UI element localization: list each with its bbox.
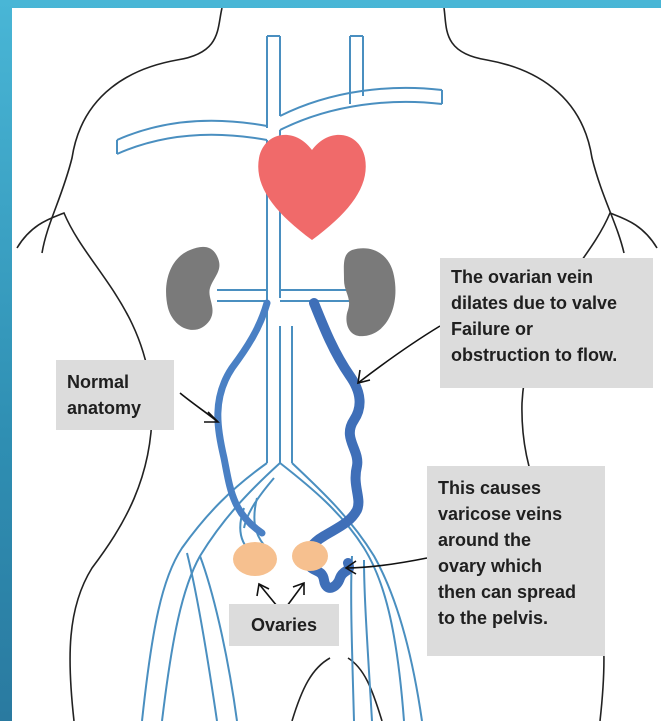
jugular-vein-right (350, 36, 363, 104)
body-outline-left (42, 8, 222, 253)
callout-normal-anatomy-line-1: Normal (67, 369, 174, 395)
callout-varicose-line-5: then can spread (438, 579, 605, 605)
iliac-branch-right (351, 556, 372, 721)
callout-varicose-line-4: ovary which (438, 553, 605, 579)
subclavian-vein-right (280, 88, 442, 130)
callout-varicose-line-3: around the (438, 527, 605, 553)
callout-varicose-line-1: This causes (438, 475, 605, 501)
callout-varicose-line-6: to the pelvis. (438, 605, 605, 631)
callout-normal-anatomy-line-2: anatomy (67, 395, 174, 421)
arrow-varicose (346, 558, 427, 568)
left-ovary-icon (233, 542, 277, 576)
right-ovary-icon (292, 541, 328, 571)
heart-icon (258, 135, 366, 240)
callout-ovarian-vein: The ovarian vein dilates due to valve Fa… (440, 258, 653, 388)
jugular-vein-left (267, 36, 280, 128)
callout-normal-anatomy: Normal anatomy (56, 360, 174, 430)
callout-varicose: This causes varicose veins around the ov… (427, 466, 605, 656)
callout-ovaries-label: Ovaries (229, 612, 339, 638)
arrow-normal-anatomy (180, 393, 218, 422)
body-outline-right (444, 8, 624, 253)
callout-ovarian-vein-line-2: dilates due to valve (451, 290, 653, 316)
callout-ovarian-vein-line-3: Failure or (451, 316, 653, 342)
callout-ovarian-vein-line-4: obstruction to flow. (451, 342, 653, 368)
torso-left-contour (17, 213, 152, 721)
arrow-ovaries-left (259, 584, 277, 606)
right-kidney-icon (344, 248, 396, 336)
callout-ovarian-vein-line-1: The ovarian vein (451, 264, 653, 290)
renal-vein-left (217, 290, 267, 301)
inner-thigh-left (292, 658, 330, 721)
callout-varicose-line-2: varicose veins (438, 501, 605, 527)
subclavian-vein-left (117, 121, 267, 154)
diagram-canvas: The ovarian vein dilates due to valve Fa… (12, 8, 661, 721)
left-kidney-icon (166, 247, 219, 330)
callout-ovaries: Ovaries (229, 604, 339, 646)
